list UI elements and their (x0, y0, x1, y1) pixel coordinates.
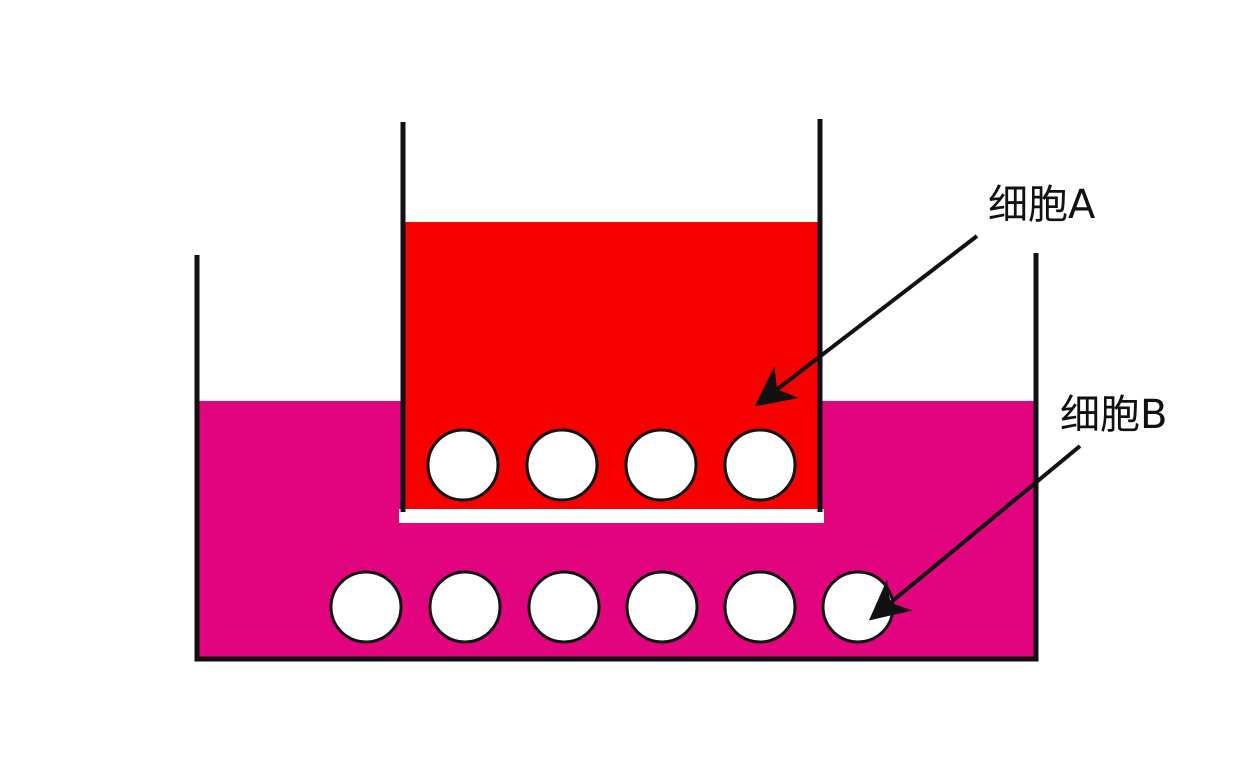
cell-a (426, 428, 500, 502)
cell-b-label: 细胞B (1060, 392, 1167, 438)
cell-b (625, 570, 699, 644)
cell-a-arrow (754, 234, 979, 407)
cell-b (428, 570, 502, 644)
insert-membrane (399, 509, 824, 523)
outer-well-wall (194, 253, 1039, 662)
cell-a (525, 428, 599, 502)
cell-b (723, 570, 797, 644)
cell-b-arrow (868, 444, 1082, 621)
cell-b (527, 570, 601, 644)
cell-a-label: 细胞A (988, 182, 1096, 228)
upper-cells-group (426, 428, 797, 502)
cell-a (723, 428, 797, 502)
cell-a (624, 428, 698, 502)
cell-b (329, 570, 403, 644)
lower-cells-group (329, 570, 895, 644)
